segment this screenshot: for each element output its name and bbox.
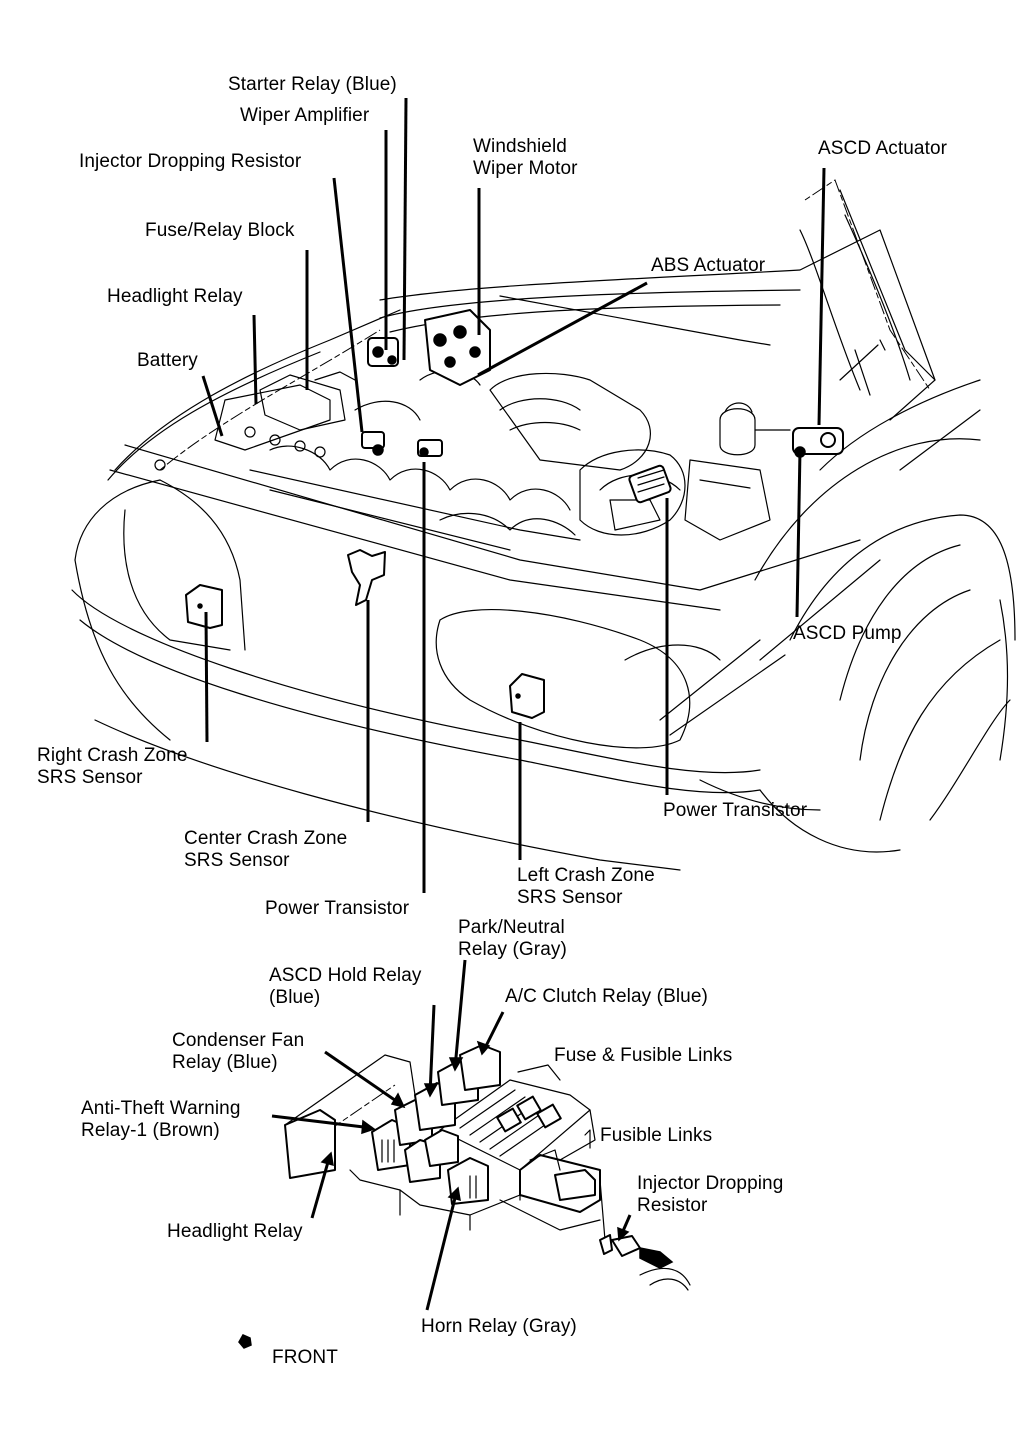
label-power-transistor-right: Power Transistor bbox=[663, 800, 808, 821]
label-line: (Blue) bbox=[269, 987, 321, 1008]
label-left-crash-zone: Left Crash Zone SRS Sensor bbox=[517, 865, 655, 909]
label-front: FRONT bbox=[272, 1347, 338, 1368]
label-ascd-pump: ASCD Pump bbox=[793, 623, 902, 644]
label-line: SRS Sensor bbox=[184, 850, 290, 871]
center-crash-sensor-glyph bbox=[347, 549, 386, 606]
label-line: Park/Neutral bbox=[458, 917, 565, 938]
label-anti-theft-relay: Anti-Theft Warning Relay-1 (Brown) bbox=[81, 1098, 241, 1142]
label-line: Injector Dropping bbox=[637, 1173, 784, 1194]
label-line: ASCD Hold Relay bbox=[269, 965, 422, 986]
left-crash-sensor-glyph bbox=[509, 673, 545, 719]
starter-relay-glyph bbox=[367, 337, 399, 367]
abs-actuator-glyph bbox=[424, 309, 491, 386]
label-fuse-fusible-links: Fuse & Fusible Links bbox=[554, 1045, 733, 1066]
power-transistor-center-glyph bbox=[417, 439, 443, 457]
ascd-actuator-glyph bbox=[792, 427, 844, 458]
label-line: Anti-Theft Warning bbox=[81, 1098, 241, 1119]
label-line: Center Crash Zone bbox=[184, 828, 348, 849]
label-line: Left Crash Zone bbox=[517, 865, 655, 886]
relay-box-drawing bbox=[284, 1044, 691, 1291]
right-crash-sensor-glyph bbox=[185, 584, 223, 629]
label-line: Wiper Motor bbox=[473, 158, 578, 179]
label-line: Condenser Fan bbox=[172, 1030, 305, 1051]
label-abs-actuator: ABS Actuator bbox=[651, 255, 766, 276]
label-ascd-actuator: ASCD Actuator bbox=[818, 138, 948, 159]
leader-lines-top bbox=[201, 97, 826, 893]
front-marker-icon bbox=[238, 1334, 252, 1349]
label-windshield-wiper-motor: Windshield Wiper Motor bbox=[473, 136, 578, 180]
label-starter-relay: Starter Relay (Blue) bbox=[228, 74, 397, 95]
components-top bbox=[185, 309, 844, 719]
label-fuse-relay-block: Fuse/Relay Block bbox=[145, 220, 295, 241]
engine-drawing bbox=[154, 339, 886, 551]
ac-clutch-relay-glyph bbox=[459, 1044, 501, 1091]
label-fusible-links: Fusible Links bbox=[600, 1125, 713, 1146]
label-ascd-hold-relay: ASCD Hold Relay (Blue) bbox=[269, 965, 422, 1009]
leader-lines-bottom bbox=[271, 959, 632, 1311]
label-line: Relay (Gray) bbox=[458, 939, 567, 960]
power-transistor-right-glyph bbox=[628, 464, 672, 504]
label-power-transistor-center: Power Transistor bbox=[265, 898, 410, 919]
label-wiper-amplifier: Wiper Amplifier bbox=[240, 105, 370, 126]
label-line: Relay (Blue) bbox=[172, 1052, 278, 1073]
label-line: SRS Sensor bbox=[37, 767, 143, 788]
label-headlight-relay-bottom: Headlight Relay bbox=[167, 1221, 303, 1242]
label-battery: Battery bbox=[137, 350, 198, 371]
car-body-drawing bbox=[71, 179, 1016, 871]
label-right-crash-zone: Right Crash Zone SRS Sensor bbox=[37, 745, 188, 789]
injector-resistor-glyph bbox=[361, 431, 385, 456]
label-line: SRS Sensor bbox=[517, 887, 623, 908]
label-park-neutral-relay: Park/Neutral Relay (Gray) bbox=[458, 917, 567, 961]
label-injector-dropping-resistor-top: Injector Dropping Resistor bbox=[79, 151, 302, 172]
label-line: Resistor bbox=[637, 1195, 708, 1216]
label-center-crash-zone: Center Crash Zone SRS Sensor bbox=[184, 828, 347, 872]
label-condenser-fan-relay: Condenser Fan Relay (Blue) bbox=[172, 1030, 304, 1074]
label-line: Right Crash Zone bbox=[37, 745, 188, 766]
label-headlight-relay-top: Headlight Relay bbox=[107, 286, 243, 307]
label-horn-relay: Horn Relay (Gray) bbox=[421, 1316, 577, 1337]
label-ac-clutch-relay: A/C Clutch Relay (Blue) bbox=[505, 986, 708, 1007]
label-line: Relay-1 (Brown) bbox=[81, 1120, 220, 1141]
label-line: Windshield bbox=[473, 136, 567, 157]
label-injector-dropping-resistor-bottom: Injector Dropping Resistor bbox=[637, 1173, 783, 1217]
